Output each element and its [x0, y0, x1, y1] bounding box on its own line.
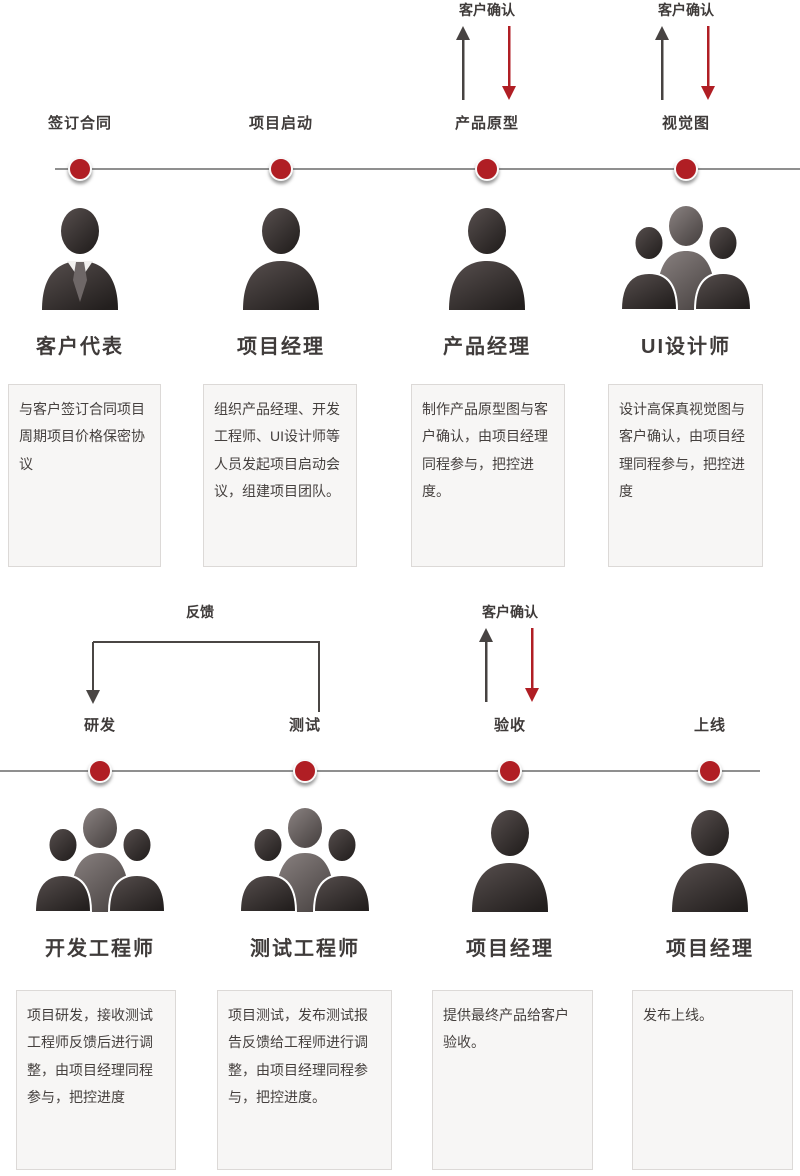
group-icon	[619, 206, 753, 315]
timeline-node	[674, 157, 698, 181]
stage-role: UI设计师	[641, 336, 731, 358]
stage-description: 项目研发，接收测试工程师反馈后进行调整，由项目经理同程参与，把控进度	[16, 990, 176, 1170]
arrow-up-icon	[479, 628, 493, 702]
timeline-top	[55, 168, 800, 170]
arrow-up-icon	[456, 26, 470, 100]
timeline-node	[698, 759, 722, 783]
person-tie-icon	[38, 206, 122, 315]
stage-role: 产品经理	[443, 336, 531, 358]
stage-role: 项目经理	[466, 938, 554, 960]
person-icon	[239, 206, 323, 315]
stage-title: 研发	[83, 717, 117, 734]
group-icon	[238, 808, 372, 917]
timeline-bottom	[0, 770, 760, 772]
stage-title: 上线	[693, 717, 727, 734]
arrow-down-icon	[502, 26, 516, 100]
person-icon	[445, 206, 529, 315]
stage-description: 制作产品原型图与客户确认，由项目经理同程参与，把控进度。	[411, 384, 565, 567]
feedback-arrow-icon	[86, 641, 320, 712]
annotation-label: 客户确认	[459, 2, 515, 18]
person-icon	[668, 808, 752, 917]
process-row-2: 反馈 客户确认 研发	[0, 602, 800, 1176]
stage-title: 测试	[288, 717, 322, 734]
timeline-node	[498, 759, 522, 783]
stage-title: 项目启动	[248, 115, 314, 132]
stage-description: 发布上线。	[632, 990, 793, 1170]
stage-description: 组织产品经理、开发工程师、UI设计师等人员发起项目启动会议，组建项目团队。	[203, 384, 357, 567]
stage-description: 提供最终产品给客户验收。	[432, 990, 593, 1170]
arrow-down-icon	[701, 26, 715, 100]
arrow-down-icon	[525, 628, 539, 702]
annotation-label: 客户确认	[658, 2, 714, 18]
stage-title: 签订合同	[47, 115, 113, 132]
timeline-node	[88, 759, 112, 783]
stage-title: 验收	[493, 717, 527, 734]
annotation-label: 客户确认	[482, 604, 538, 620]
stage-description: 与客户签订合同项目周期项目价格保密协议	[8, 384, 161, 567]
stage-description: 设计高保真视觉图与客户确认，由项目经理同程参与，把控进度	[608, 384, 763, 567]
stage-role: 项目经理	[666, 938, 754, 960]
stage-description: 项目测试，发布测试报告反馈给工程师进行调整，由项目经理同程参与，把控进度。	[217, 990, 392, 1170]
timeline-node	[269, 157, 293, 181]
stage-role: 开发工程师	[45, 938, 155, 960]
stage-title: 产品原型	[454, 115, 520, 132]
group-icon	[33, 808, 167, 917]
annotation-label: 反馈	[186, 604, 214, 620]
timeline-node	[68, 157, 92, 181]
person-icon	[468, 808, 552, 917]
timeline-node	[475, 157, 499, 181]
process-row-1: 客户确认 客户确认 签订合同	[8, 2, 800, 567]
stage-role: 客户代表	[36, 336, 124, 358]
stage-role: 项目经理	[237, 336, 325, 358]
timeline-node	[293, 759, 317, 783]
stage-title: 视觉图	[661, 115, 711, 132]
stage-role: 测试工程师	[250, 938, 360, 960]
arrow-up-icon	[655, 26, 669, 100]
